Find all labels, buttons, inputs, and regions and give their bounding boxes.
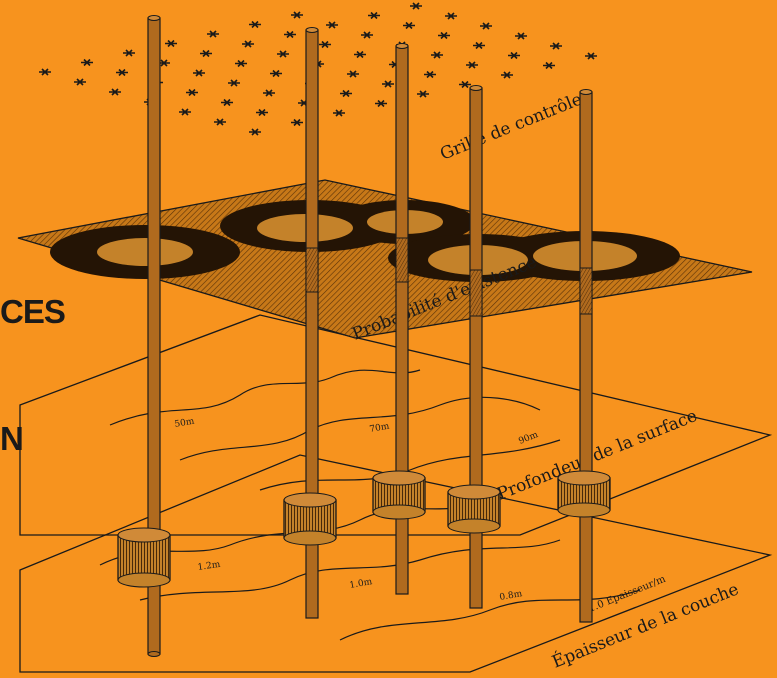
probability-plane: Probabilité d'existence [18,180,752,345]
grid-cross-marker [431,52,443,58]
grid-cross-marker [438,33,450,39]
grid-cross-marker [109,89,121,95]
grid-cross-marker [277,51,289,57]
grid-cross-marker [480,23,492,29]
side-text-top: CES [0,293,65,331]
thickness-contour-3 [340,590,640,640]
grid-cross-marker [543,63,555,69]
grid-cross-marker [585,53,597,59]
grid-cross-marker [235,61,247,67]
grid-cross-marker [165,41,177,47]
grid-cross-marker [466,62,478,68]
surface-contour-label-c: 90m [517,430,540,447]
grid-cross-marker [291,12,303,18]
grid-cross-marker [221,100,233,106]
grid-cross-marker [333,110,345,116]
grid-cross-marker [340,91,352,97]
surface-contour-label-a: 50m [174,417,196,430]
grid-cross-marker [375,101,387,107]
label-grid: Grille de contrôle [437,89,585,164]
grid-cross-marker [228,80,240,86]
grid-cross-marker [291,120,303,126]
grid-cross-marker [39,69,51,75]
grid-cross-marker [403,23,415,29]
thickness-contour-label-c: 0.8m [499,589,524,603]
grid-cross-marker [123,50,135,56]
surface-contour-label-b: 70m [369,422,391,435]
grid-cross-marker [347,71,359,77]
grid-cross-marker [242,41,254,47]
grid-cross-marker [326,22,338,28]
thickness-contour-label-b: 1.0m [349,577,374,591]
grid-cross-marker [501,72,513,78]
grid-cross-marker [256,110,268,116]
rod-1 [118,16,170,657]
grid-cross-marker [424,72,436,78]
grid-cross-marker [74,79,86,85]
grid-cross-marker [270,71,282,77]
grid-cross-marker [515,33,527,39]
grid-cross-marker [284,32,296,38]
grid-cross-marker [445,13,457,19]
side-text-bottom: N [0,420,24,458]
rod-5 [558,90,610,623]
grid-cross-marker [207,31,219,37]
grid-cross-marker [354,52,366,58]
grid-cross-marker [200,51,212,57]
grid-cross-marker [410,3,422,9]
grid-cross-marker [382,81,394,87]
grid-cross-marker [368,13,380,19]
grid-cross-marker [116,70,128,76]
halo-inner-2 [257,214,353,242]
thickness-contour-label-a: 1.2m [197,560,221,573]
grid-cross-marker [263,90,275,96]
grid-cross-marker [249,22,261,28]
grid-cross-marker [81,60,93,66]
grid-cross-marker [361,32,373,38]
surface-contour-2 [180,397,540,460]
grid-cross-marker [417,91,429,97]
grid-cross-marker [319,42,331,48]
grid-cross-marker [550,43,562,49]
rod-4 [448,86,500,609]
grid-cross-marker [214,119,226,125]
grid-cross-marker [459,82,471,88]
grid-cross-marker [186,90,198,96]
thickness-contour-label-d: 1.0 Epaisseur/m [587,574,668,615]
grid-cross-marker [508,53,520,59]
grid-cross-marker [473,43,485,49]
grid-cross-marker [193,70,205,76]
halo-inner-1 [97,238,193,266]
grid-cross-marker [249,129,261,135]
grid-cross-marker [179,109,191,115]
